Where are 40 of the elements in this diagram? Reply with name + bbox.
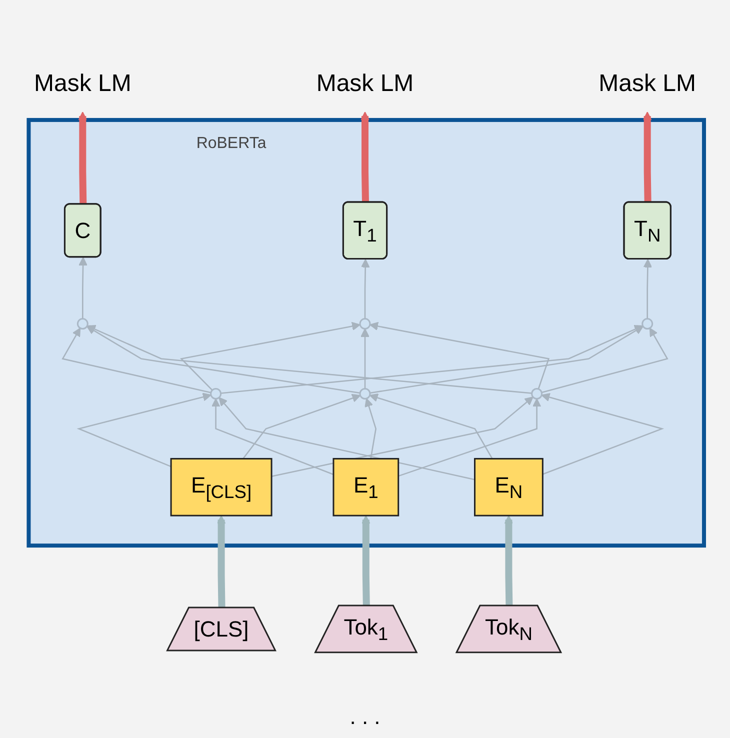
- arrow: [642, 111, 652, 202]
- arrow: [360, 328, 370, 389]
- node-text: Mask LM: [34, 70, 132, 97]
- arrow: [370, 326, 644, 394]
- arrow: [271, 396, 534, 477]
- node-circle: [210, 388, 222, 400]
- node-circle: [531, 388, 543, 400]
- node-box: E$_{N}$: [474, 458, 544, 516]
- arrow: [78, 256, 88, 319]
- arrow: [220, 324, 644, 394]
- ellipsis-text: . . .: [350, 704, 380, 730]
- arrow: [364, 398, 377, 459]
- arrow: [211, 398, 334, 475]
- arrow: [242, 394, 361, 459]
- arrow: [370, 322, 550, 390]
- node-circle: [359, 388, 371, 400]
- arrow: [86, 324, 532, 394]
- arrow: [362, 514, 370, 606]
- node-circle: [642, 318, 654, 330]
- arrow: [216, 514, 226, 608]
- node-box: E$_{[CLS]}$: [170, 458, 272, 516]
- arrow: [76, 392, 212, 467]
- node-text: Mask LM: [316, 70, 414, 97]
- node-box: E$_{1}$: [332, 458, 400, 516]
- arrow: [398, 398, 542, 476]
- arrow: [541, 392, 664, 475]
- arrow: [78, 111, 88, 204]
- arrow: [180, 322, 360, 390]
- arrow: [360, 258, 370, 319]
- arrow: [62, 328, 212, 394]
- arrow: [86, 326, 360, 394]
- node-circle: [359, 318, 371, 330]
- arrow: [504, 514, 514, 606]
- arrow: [360, 111, 370, 202]
- arrow: [369, 393, 493, 459]
- arrow: [541, 328, 668, 393]
- node-text: Mask LM: [598, 70, 696, 97]
- arrow: [218, 396, 475, 480]
- arrow: [643, 258, 652, 319]
- node-circle: [76, 318, 88, 330]
